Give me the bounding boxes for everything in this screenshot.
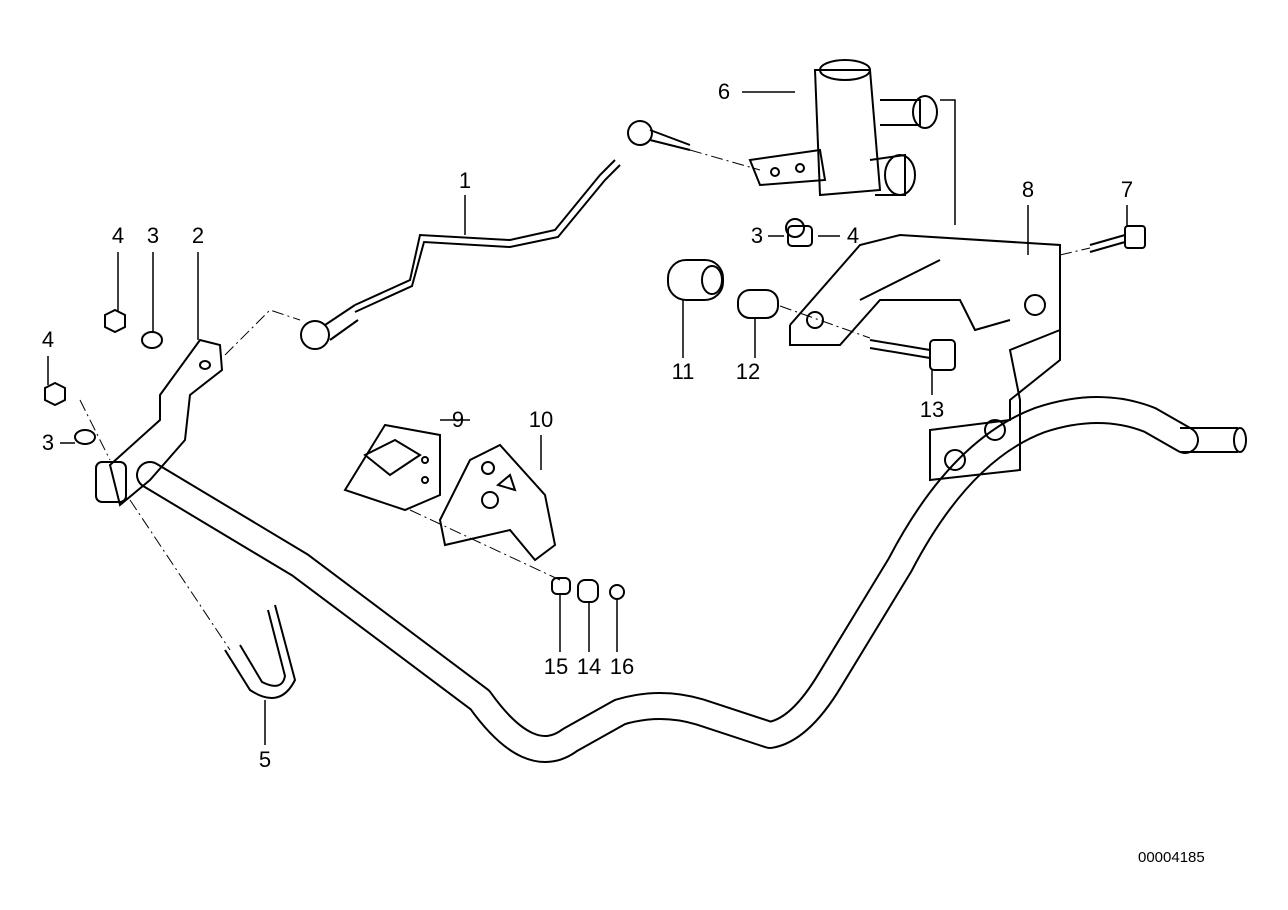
callout-16: 16 [609,654,635,679]
callout-11: 11 [671,359,695,384]
bracket-9[interactable] [343,423,441,512]
bushing-11[interactable] [667,259,724,301]
bolt-13[interactable] [869,339,956,371]
bracket-10[interactable] [438,443,557,562]
callout-13: 13 [919,397,945,422]
nut-4[interactable] [44,381,66,407]
callout-8: 8 [1021,177,1035,202]
callout-10: 10 [528,407,554,432]
callout-4: 4 [111,223,125,248]
callout-9: 9 [451,407,465,432]
diagram-reference-number: 00004185 [1138,849,1205,866]
washer-3[interactable] [141,331,163,349]
callout-14: 14 [576,654,602,679]
callout-4: 4 [41,327,55,352]
stabilizer-bar[interactable] [136,396,1247,763]
callout-3: 3 [146,223,160,248]
callout-4: 4 [846,223,860,248]
nut-4[interactable] [104,308,126,334]
nut-4[interactable] [787,225,813,247]
washer-16[interactable] [609,584,625,600]
alignment-lines [79,149,1091,651]
bracket-2[interactable] [95,338,224,507]
link-rod-1[interactable] [300,120,691,350]
washer-3[interactable] [74,429,96,445]
sleeve-15[interactable] [551,577,571,595]
leader-lines [47,91,1128,745]
callout-7: 7 [1120,177,1134,202]
callout-12: 12 [735,359,761,384]
callout-3: 3 [750,223,764,248]
bracket-8[interactable] [789,233,1061,482]
sleeve-12[interactable] [737,289,779,319]
bushing-14[interactable] [577,579,599,603]
pressure-valve-6[interactable] [748,59,938,197]
callout-3: 3 [41,430,55,455]
callout-1: 1 [458,168,472,193]
callout-2: 2 [191,223,205,248]
u-bolt-5[interactable] [224,604,297,699]
callout-6: 6 [717,79,731,104]
bolt-7[interactable] [1089,225,1146,253]
washer-3[interactable] [785,218,805,238]
callout-15: 15 [543,654,569,679]
callout-5: 5 [258,747,272,772]
